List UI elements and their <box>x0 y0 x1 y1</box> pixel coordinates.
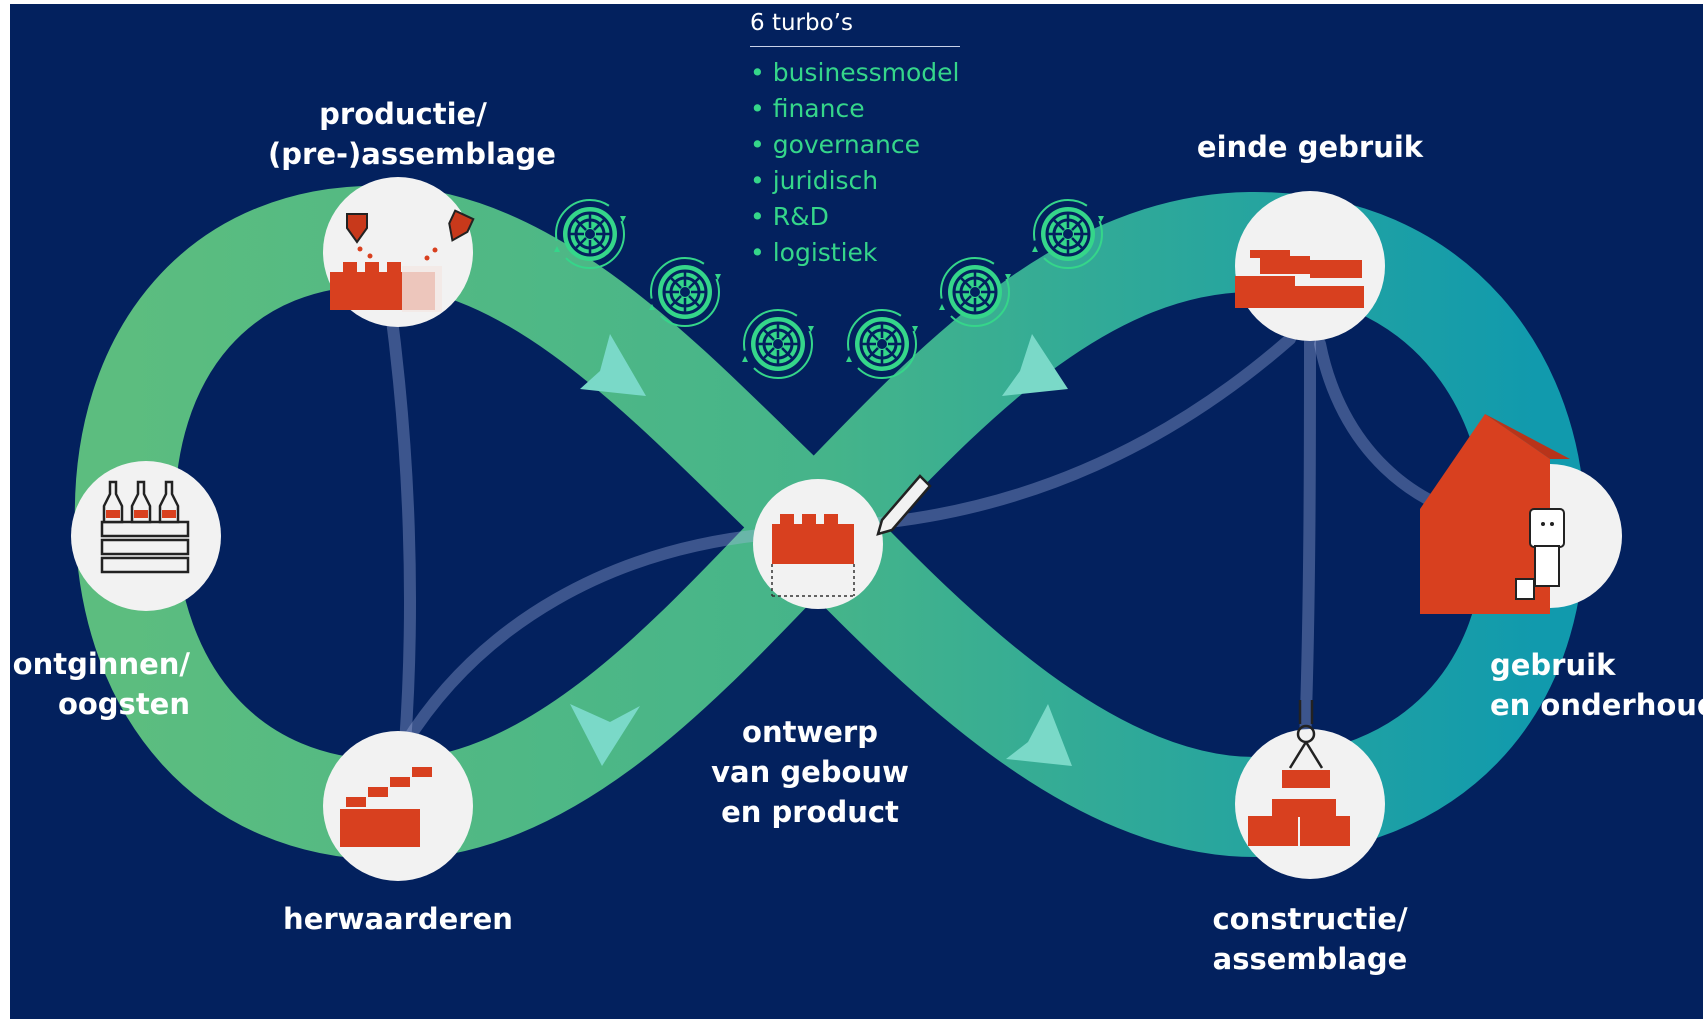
turbo-list: businessmodel finance governance juridis… <box>750 55 960 271</box>
stage-herwaarderen <box>323 731 473 881</box>
dispensing-brick-icon <box>330 209 475 312</box>
stage-productie <box>323 177 475 327</box>
label-line: einde gebruik <box>1196 130 1424 164</box>
turbo-item: juridisch <box>750 163 960 199</box>
label-gebruik: gebruik en onderhoud <box>1490 645 1703 725</box>
label-line: ontginnen/ <box>12 647 190 681</box>
label-line: gebruik <box>1490 648 1616 682</box>
label-herwaarderen: herwaarderen <box>278 899 518 939</box>
arrow-upper-left <box>580 334 646 396</box>
label-line: en onderhoud <box>1490 688 1703 722</box>
brick-pile-icon <box>1235 250 1364 308</box>
label-line: constructie/ <box>1212 902 1408 936</box>
turbo-item: R&D <box>750 199 960 235</box>
arrow-upper-right <box>1002 334 1068 396</box>
turbo-list-panel: 6 turbo’s businessmodel finance governan… <box>750 8 960 271</box>
label-ontwerp: ontwerp van gebouw en product <box>690 712 930 832</box>
turbo-item: governance <box>750 127 960 163</box>
stage-ontginnen <box>71 461 221 611</box>
label-line: van gebouw <box>711 755 909 789</box>
label-line: assemblage <box>1212 942 1408 976</box>
crane-bricks-icon <box>1248 700 1350 846</box>
label-line: en product <box>721 795 899 829</box>
turbo-item: finance <box>750 91 960 127</box>
house-figure-icon <box>1420 414 1570 614</box>
turbo-title: 6 turbo’s <box>750 8 960 47</box>
label-line: (pre-)assemblage <box>268 137 556 171</box>
label-line: herwaarderen <box>283 902 513 936</box>
label-ontginnen: ontginnen/ oogsten <box>10 644 190 724</box>
turbo-item: businessmodel <box>750 55 960 91</box>
circular-economy-loop-diagram <box>71 177 1622 881</box>
stage-constructie <box>1235 700 1385 879</box>
stage-einde <box>1235 191 1385 341</box>
label-einde: einde gebruik <box>1190 127 1430 167</box>
stage-ontwerp <box>753 474 932 609</box>
label-constructie: constructie/ assemblage <box>1180 899 1440 979</box>
label-productie: productie/ (pre-)assemblage <box>268 94 556 174</box>
brick-pencil-icon <box>771 474 932 597</box>
turbo-gear-icon <box>844 308 920 380</box>
diagram-canvas: 6 turbo’s businessmodel finance governan… <box>10 4 1703 1019</box>
bottle-crate-icon <box>100 480 190 574</box>
stage-gebruik <box>1420 414 1622 614</box>
arrow-lower-left <box>570 704 640 766</box>
stacked-bricks-icon <box>340 767 432 847</box>
direction-arrows <box>570 334 1072 766</box>
label-line: oogsten <box>57 687 190 721</box>
turbo-gear-icon <box>740 308 816 380</box>
connection-lines <box>384 298 1516 750</box>
turbo-item: logistiek <box>750 235 960 271</box>
arrow-lower-right <box>1006 704 1072 766</box>
label-line: ontwerp <box>742 715 878 749</box>
label-line: productie/ <box>319 97 487 131</box>
